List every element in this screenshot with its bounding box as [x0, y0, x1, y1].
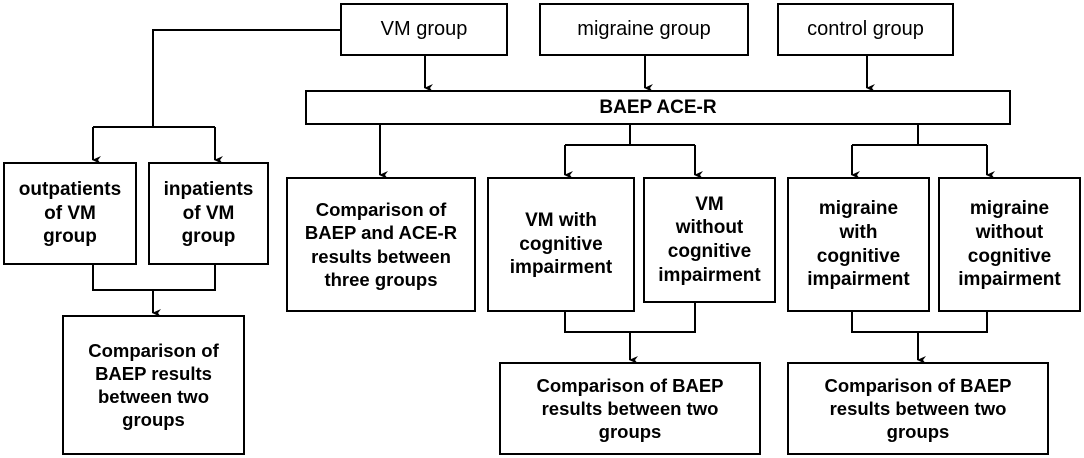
vm-without-ci-box: VM without cognitive impairment	[643, 177, 776, 303]
left-merge-bar	[92, 265, 216, 291]
migraine-comparison-box: Comparison of BAEP results between two g…	[787, 362, 1049, 455]
outpatients-label: outpatients of VM group	[18, 178, 122, 248]
migraine-merge-bar	[851, 312, 988, 333]
vm-group-label: VM group	[380, 18, 468, 40]
migraine-with-ci-label: migraine with cognitive impairment	[807, 198, 910, 291]
migraine-without-ci-box: migraine without cognitive impairment	[938, 177, 1081, 312]
tests-bar: BAEP ACE-R	[305, 90, 1011, 125]
vm-group-box: VM group	[340, 3, 508, 56]
three-groups-comparison-box: Comparison of BAEP and ACE-R results bet…	[286, 177, 476, 312]
inpatients-box: inpatients of VM group	[148, 162, 269, 265]
migraine-group-box: migraine group	[539, 3, 749, 56]
outpatients-box: outpatients of VM group	[3, 162, 137, 265]
vm-with-ci-box: VM with cognitive impairment	[487, 177, 635, 312]
control-group-label: control group	[807, 18, 924, 40]
vm-with-ci-label: VM with cognitive impairment	[509, 209, 613, 279]
migraine-without-ci-label: migraine without cognitive impairment	[958, 198, 1061, 291]
vm-comparison-label: Comparison of BAEP results between two g…	[536, 374, 724, 443]
inpatients-label: inpatients of VM group	[163, 178, 254, 248]
tests-label: BAEP ACE-R	[599, 96, 717, 118]
control-group-box: control group	[777, 3, 954, 56]
vm-comparison-box: Comparison of BAEP results between two g…	[499, 362, 761, 455]
migraine-with-ci-box: migraine with cognitive impairment	[787, 177, 930, 312]
migraine-comparison-label: Comparison of BAEP results between two g…	[824, 374, 1012, 443]
vm-left-connector	[152, 29, 340, 127]
vm-without-ci-label: VM without cognitive impairment	[658, 193, 761, 286]
left-comparison-label: Comparison of BAEP results between two g…	[88, 339, 219, 431]
three-groups-comparison-label: Comparison of BAEP and ACE-R results bet…	[304, 199, 458, 290]
left-comparison-box: Comparison of BAEP results between two g…	[62, 315, 245, 455]
migraine-group-label: migraine group	[577, 18, 711, 40]
